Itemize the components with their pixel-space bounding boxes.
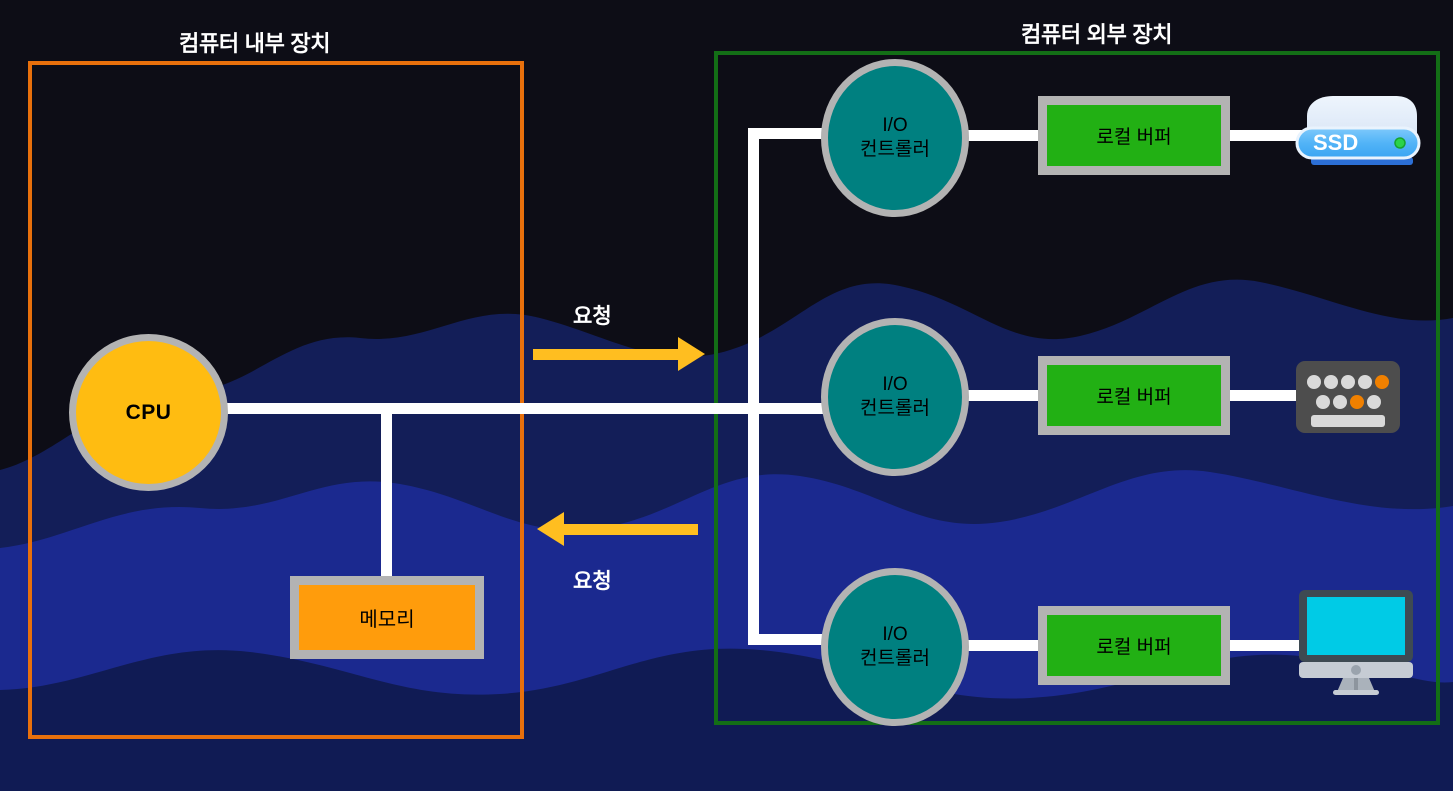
wire-cpu-to-bus xyxy=(225,403,750,414)
ssd-drive-icon[interactable]: SSD xyxy=(1291,90,1425,172)
internal-devices-title: 컴퓨터 내부 장치 xyxy=(179,31,331,56)
request-label-top: 요청 xyxy=(573,305,612,328)
io-controller-node-3[interactable]: I/O 컨트롤러 xyxy=(821,568,969,726)
local-buffer-1-label: 로컬 버퍼 xyxy=(1096,127,1172,148)
cpu-node[interactable]: CPU xyxy=(69,334,228,491)
keyboard-icon[interactable] xyxy=(1294,357,1402,437)
wire-bus-to-memory xyxy=(381,403,392,580)
wire-controller-3-to-buffer xyxy=(960,640,1045,651)
local-buffer-node-1[interactable]: 로컬 버퍼 xyxy=(1038,96,1230,175)
io-controller-3-line2: 컨트롤러 xyxy=(860,648,930,669)
io-controller-1-line2: 컨트롤러 xyxy=(860,139,930,160)
arrow-head-left xyxy=(537,512,564,546)
local-buffer-node-2[interactable]: 로컬 버퍼 xyxy=(1038,356,1230,435)
monitor-icon[interactable] xyxy=(1297,588,1415,696)
local-buffer-node-3[interactable]: 로컬 버퍼 xyxy=(1038,606,1230,685)
cpu-label: CPU xyxy=(125,400,172,424)
request-label-bottom: 요청 xyxy=(573,570,612,593)
arrow-shaft-right xyxy=(533,349,681,360)
io-controller-node-2[interactable]: I/O 컨트롤러 xyxy=(821,318,969,476)
wire-branch-controller-1 xyxy=(748,128,843,139)
wire-buffer-1-to-device xyxy=(1226,130,1306,141)
external-devices-frame xyxy=(714,51,1440,725)
internal-devices-frame xyxy=(28,61,524,739)
svg-text:SSD: SSD xyxy=(1313,130,1358,155)
io-controller-1-line1: I/O xyxy=(882,115,908,137)
memory-label: 메모리 xyxy=(359,609,415,631)
wire-buffer-2-to-device xyxy=(1226,390,1306,401)
io-controller-node-1[interactable]: I/O 컨트롤러 xyxy=(821,59,969,217)
wire-branch-controller-2 xyxy=(748,403,843,414)
io-controller-2-line1: I/O xyxy=(882,374,908,396)
wire-buffer-3-to-device xyxy=(1226,640,1306,651)
wire-controller-1-to-buffer xyxy=(960,130,1045,141)
memory-node[interactable]: 메모리 xyxy=(290,576,484,659)
arrow-shaft-left xyxy=(564,524,698,535)
wire-branch-controller-3 xyxy=(748,634,843,645)
local-buffer-3-label: 로컬 버퍼 xyxy=(1096,637,1172,658)
arrow-head-right xyxy=(678,337,705,371)
io-controller-3-line1: I/O xyxy=(882,624,908,646)
external-devices-title: 컴퓨터 외부 장치 xyxy=(1021,22,1173,47)
io-controller-2-line2: 컨트롤러 xyxy=(860,398,930,419)
wire-external-bus-trunk xyxy=(748,128,759,645)
local-buffer-2-label: 로컬 버퍼 xyxy=(1096,387,1172,408)
wire-controller-2-to-buffer xyxy=(960,390,1045,401)
